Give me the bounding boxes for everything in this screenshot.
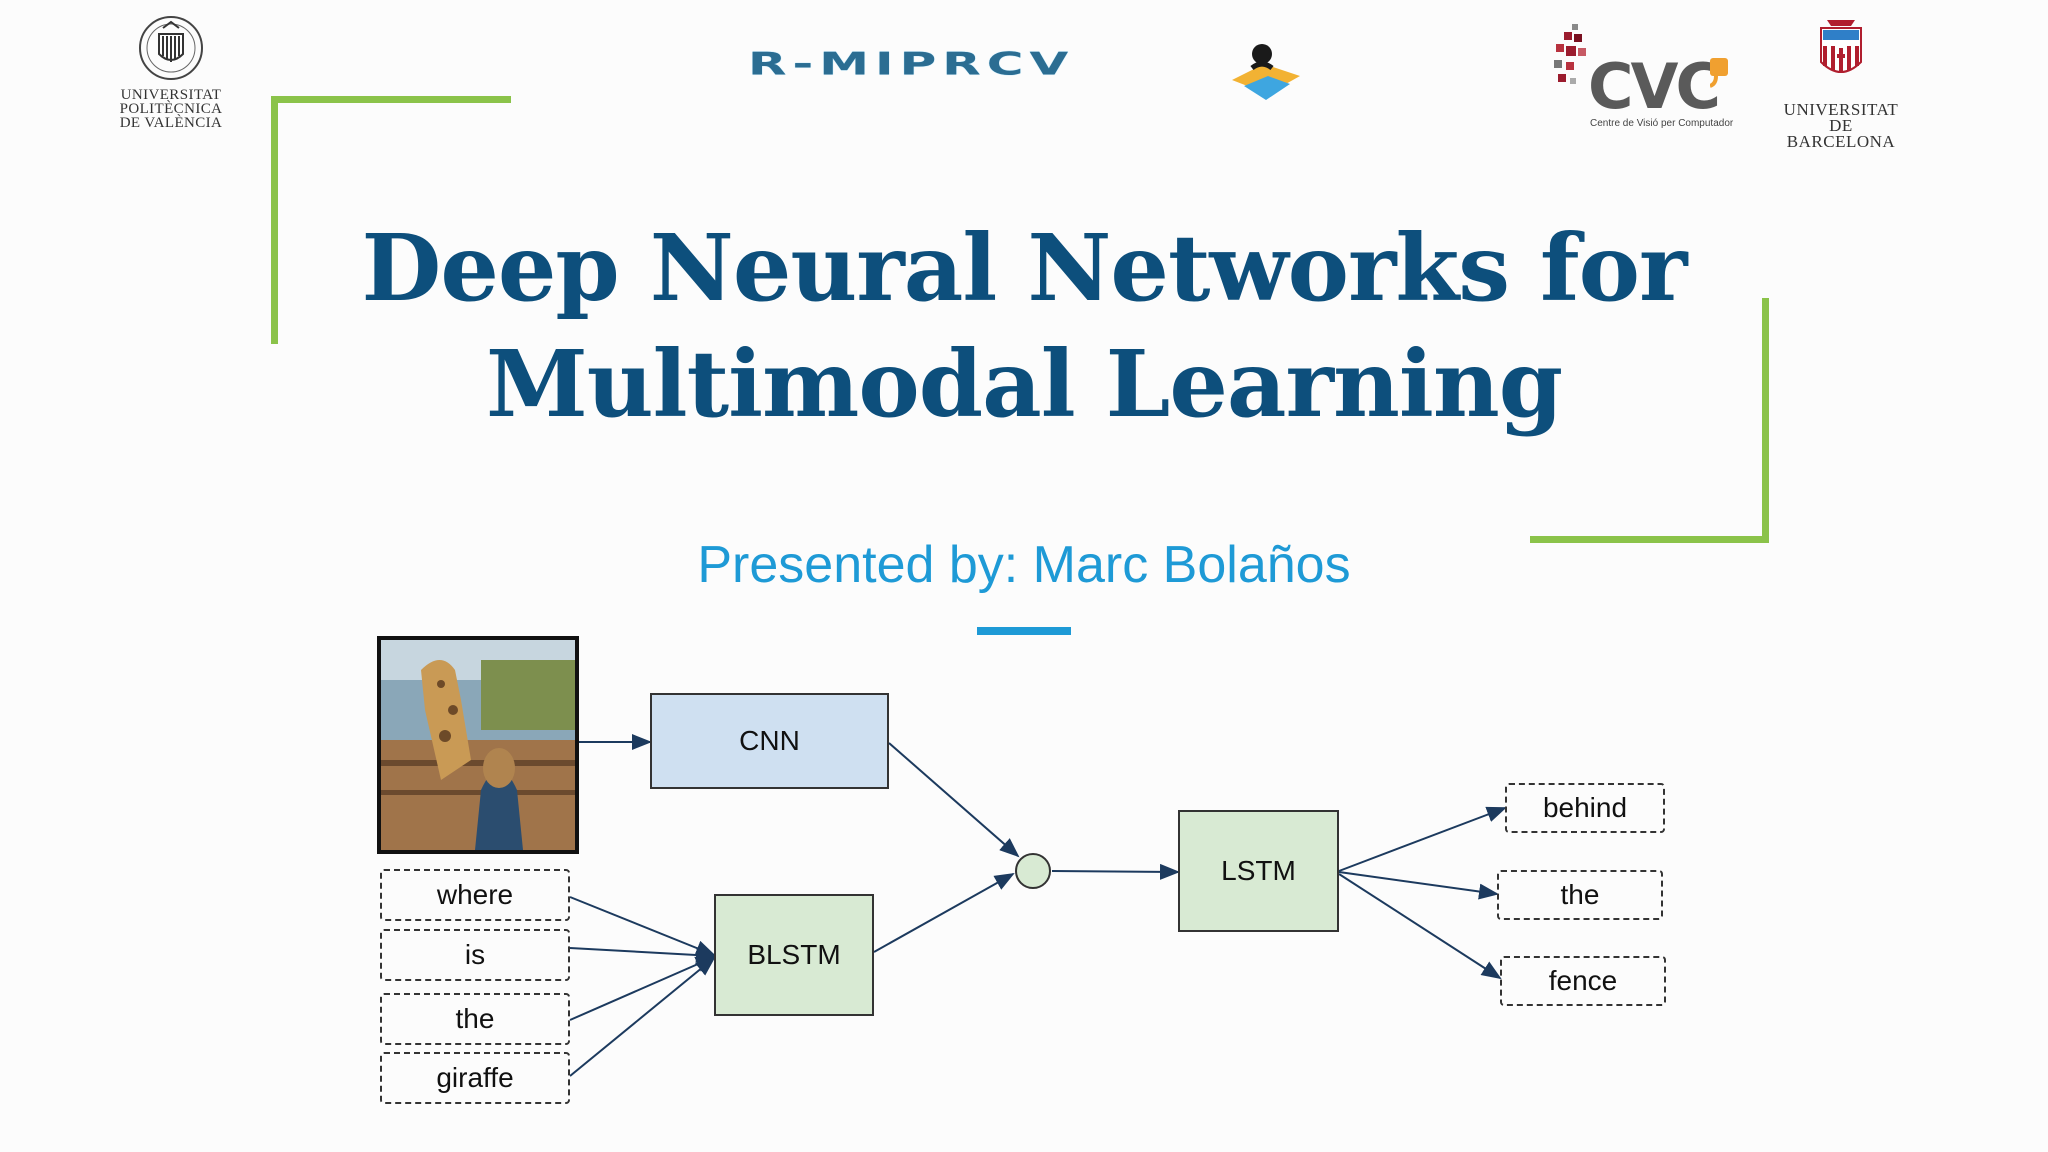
giraffe-photo	[377, 636, 579, 854]
merge-node	[1016, 854, 1050, 888]
output-word: behind	[1505, 783, 1665, 833]
arrow-lstm-to-fence	[1339, 874, 1500, 978]
giraffe-image	[381, 640, 575, 850]
arrow-the-to-blstm	[570, 957, 714, 1020]
cnn-box: CNN	[650, 693, 889, 789]
arrow-blstm-to-merge	[874, 874, 1013, 952]
output-word: the	[1497, 870, 1663, 920]
arrow-cnn-to-merge	[889, 743, 1018, 856]
input-word: giraffe	[380, 1052, 570, 1104]
output-word: fence	[1500, 956, 1666, 1006]
arrow-is-to-blstm	[570, 948, 714, 956]
input-word: where	[380, 869, 570, 921]
arrow-giraffe-to-blstm	[570, 958, 714, 1076]
arrow-lstm-to-the	[1339, 872, 1497, 894]
arrow-lstm-to-behind	[1339, 808, 1505, 871]
input-word: is	[380, 929, 570, 981]
arrow-merge-to-lstm	[1052, 871, 1178, 872]
lstm-box: LSTM	[1178, 810, 1339, 932]
blstm-box: BLSTM	[714, 894, 874, 1016]
input-word: the	[380, 993, 570, 1045]
arrow-where-to-blstm	[570, 897, 714, 955]
